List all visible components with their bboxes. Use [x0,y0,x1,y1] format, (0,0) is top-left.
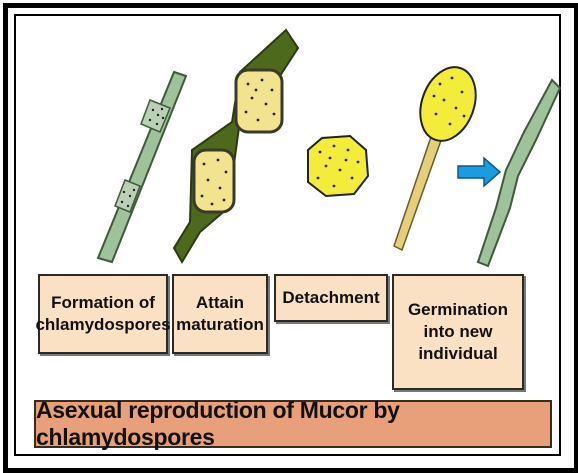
stage3-spore [308,136,368,196]
diagram-caption: Asexual reproduction of Mucor by chlamyd… [34,400,552,448]
stage1-hypha [98,72,186,262]
stage-label-formation: Formation of chlamydospores [38,274,168,354]
stage2-hypha [174,30,298,262]
stage-label-detachment: Detachment [274,274,388,322]
stage4-germinating-spore [394,59,485,250]
right-arrow-icon [458,158,500,186]
stage-label-maturation: Attain maturation [172,274,268,354]
stage-label-germination: Germination into new individual [392,274,524,390]
